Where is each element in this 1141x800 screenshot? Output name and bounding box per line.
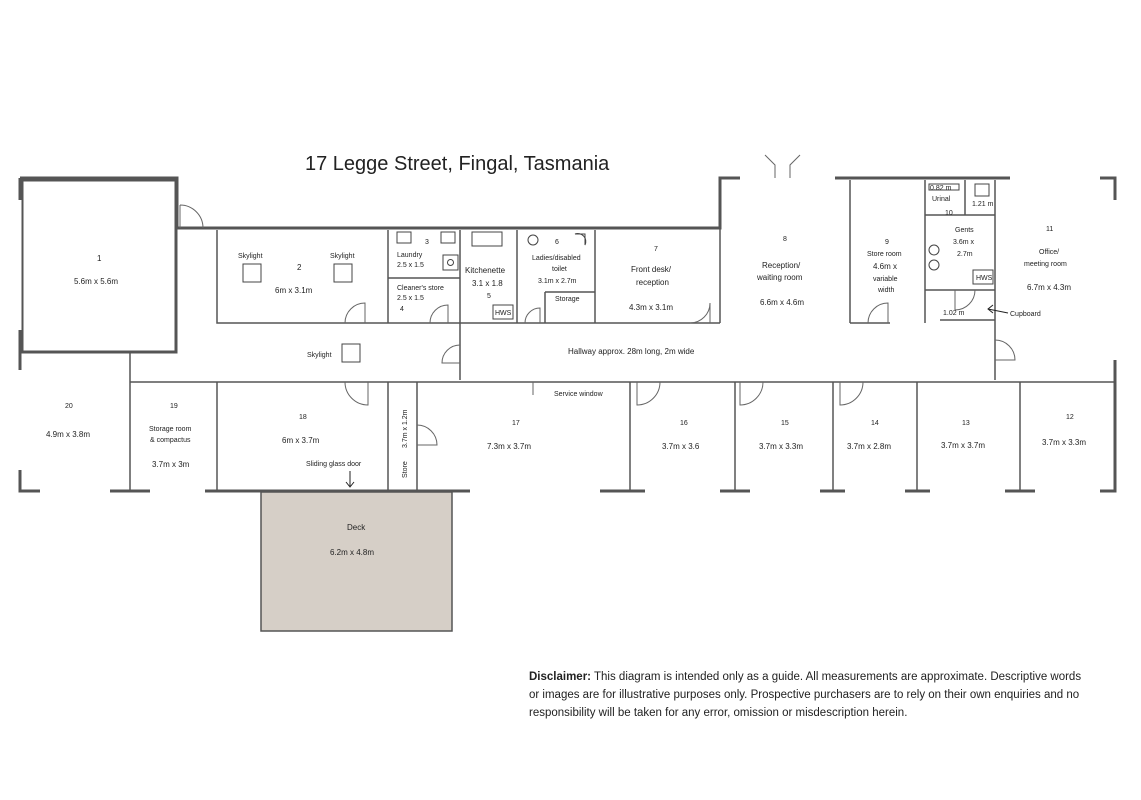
disclaimer-heading: Disclaimer: [529,671,592,683]
hallway-label: Hallway approx. 28m long, 2m wide [568,347,695,356]
gents-hws: HWS [976,275,993,282]
room-17-size: 7.3m x 3.7m [487,442,531,451]
room-15-number: 15 [781,420,789,427]
room-7-size: 4.3m x 3.1m [629,303,673,312]
room-5-name: Kitchenette [465,266,506,275]
fixtures [242,183,994,363]
store-label: Store [402,461,409,478]
deck-area [260,491,453,632]
room-12-size: 3.7m x 3.3m [1042,438,1086,447]
room-18-number: 18 [299,414,307,421]
hallway-skylight-label: Skylight [307,352,332,359]
room-4-name: Cleaner's store [397,285,444,292]
windows [18,176,1117,493]
room-9-number: 9 [885,239,889,246]
room-10-dim: 0.82 m [930,185,952,192]
gents-size: 2.7m [957,251,973,258]
room-6-number: 6 [555,239,559,246]
room-8-name: waiting room [756,273,803,282]
room-2-number: 2 [297,263,302,272]
plan-title: 17 Legge Street, Fingal, Tasmania [305,153,610,175]
room-10-name: Urinal [932,196,951,203]
room-5-size: 3.1 x 1.8 [472,279,503,288]
room-6-name: toilet [552,266,567,273]
room-19-name: Storage room [149,426,192,433]
room-6-storage: Storage [555,296,580,303]
disclaimer-body: This diagram is intended only as a guide… [529,671,1082,719]
room-20-number: 20 [65,403,73,410]
room-14-size: 3.7m x 2.8m [847,442,891,451]
room-7-name: Front desk/ [631,265,672,274]
room-11-cupboard: Cupboard [1010,311,1041,318]
room-10-dim: 1.21 m [972,201,994,208]
interior-walls [22,180,1115,490]
room-4-number: 4 [400,306,404,313]
room-13-size: 3.7m x 3.7m [941,441,985,450]
room-8-name: Reception/ [762,261,801,270]
room-10-number: 10 [945,210,953,217]
room-13-number: 13 [962,420,970,427]
room-9-size: variable [873,276,898,283]
room-1-number: 1 [97,254,102,263]
room-6-size: 3.1m x 2.7m [538,278,577,285]
room-19-size: 3.7m x 3m [152,460,190,469]
room-9-size: width [877,287,894,294]
arrow-left-icon [987,304,1009,314]
room-7-number: 7 [654,246,658,253]
room-4-size: 2.5 x 1.5 [397,295,424,302]
room-17-number: 17 [512,420,520,427]
gents-size: 3.6m x [953,239,975,246]
skylight-icon [242,263,262,283]
room-16-size: 3.7m x 3.6 [662,442,700,451]
skylight-icon [333,263,353,283]
room-3-size: 2.5 x 1.5 [397,262,424,269]
room-2-skylight-label: Skylight [238,253,263,260]
room-2-skylight-label: Skylight [330,253,355,260]
room-2-size: 6m x 3.1m [275,286,313,295]
room-19-number: 19 [170,403,178,410]
arrow-down-icon [345,471,355,488]
room-8-number: 8 [783,236,787,243]
room-3-name: Laundry [397,252,423,259]
skylight-icon [341,343,361,363]
disclaimer: Disclaimer: This diagram is intended onl… [529,668,1094,722]
room-5-number: 5 [487,293,491,300]
deck-size: 6.2m x 4.8m [330,548,374,557]
room-11-size: 6.7m x 4.3m [1027,283,1071,292]
room-17-service-window: Service window [554,391,604,398]
store-size: 3.7m x 1.2m [402,409,409,448]
room-3-number: 3 [425,239,429,246]
room-8-size: 6.6m x 4.6m [760,298,804,307]
room-20-size: 4.9m x 3.8m [46,430,90,439]
gents-name: Gents [955,227,974,234]
room-16-number: 16 [680,420,688,427]
room-9-size: 4.6m x [873,262,897,271]
room-6-name: Ladies/disabled [532,255,581,262]
room-9-name: Store room [867,251,902,258]
room-7-name: reception [636,278,669,287]
room-11-name: meeting room [1024,261,1067,268]
room-15-size: 3.7m x 3.3m [759,442,803,451]
deck-label: Deck [347,523,366,532]
room-18-sliding-door: Sliding glass door [306,461,362,468]
room-11-name: Office/ [1039,249,1059,256]
room-12-number: 12 [1066,414,1074,421]
room-1-size: 5.6m x 5.6m [74,277,118,286]
room-14-number: 14 [871,420,879,427]
room-11-number: 11 [1046,226,1053,233]
room-19-name: & compactus [150,437,191,444]
room-18-size: 6m x 3.7m [282,436,320,445]
room-1 [20,178,178,354]
room-5-hws: HWS [495,310,512,317]
room-10-dim: 1.02 m [943,310,965,317]
doors [179,154,1016,446]
